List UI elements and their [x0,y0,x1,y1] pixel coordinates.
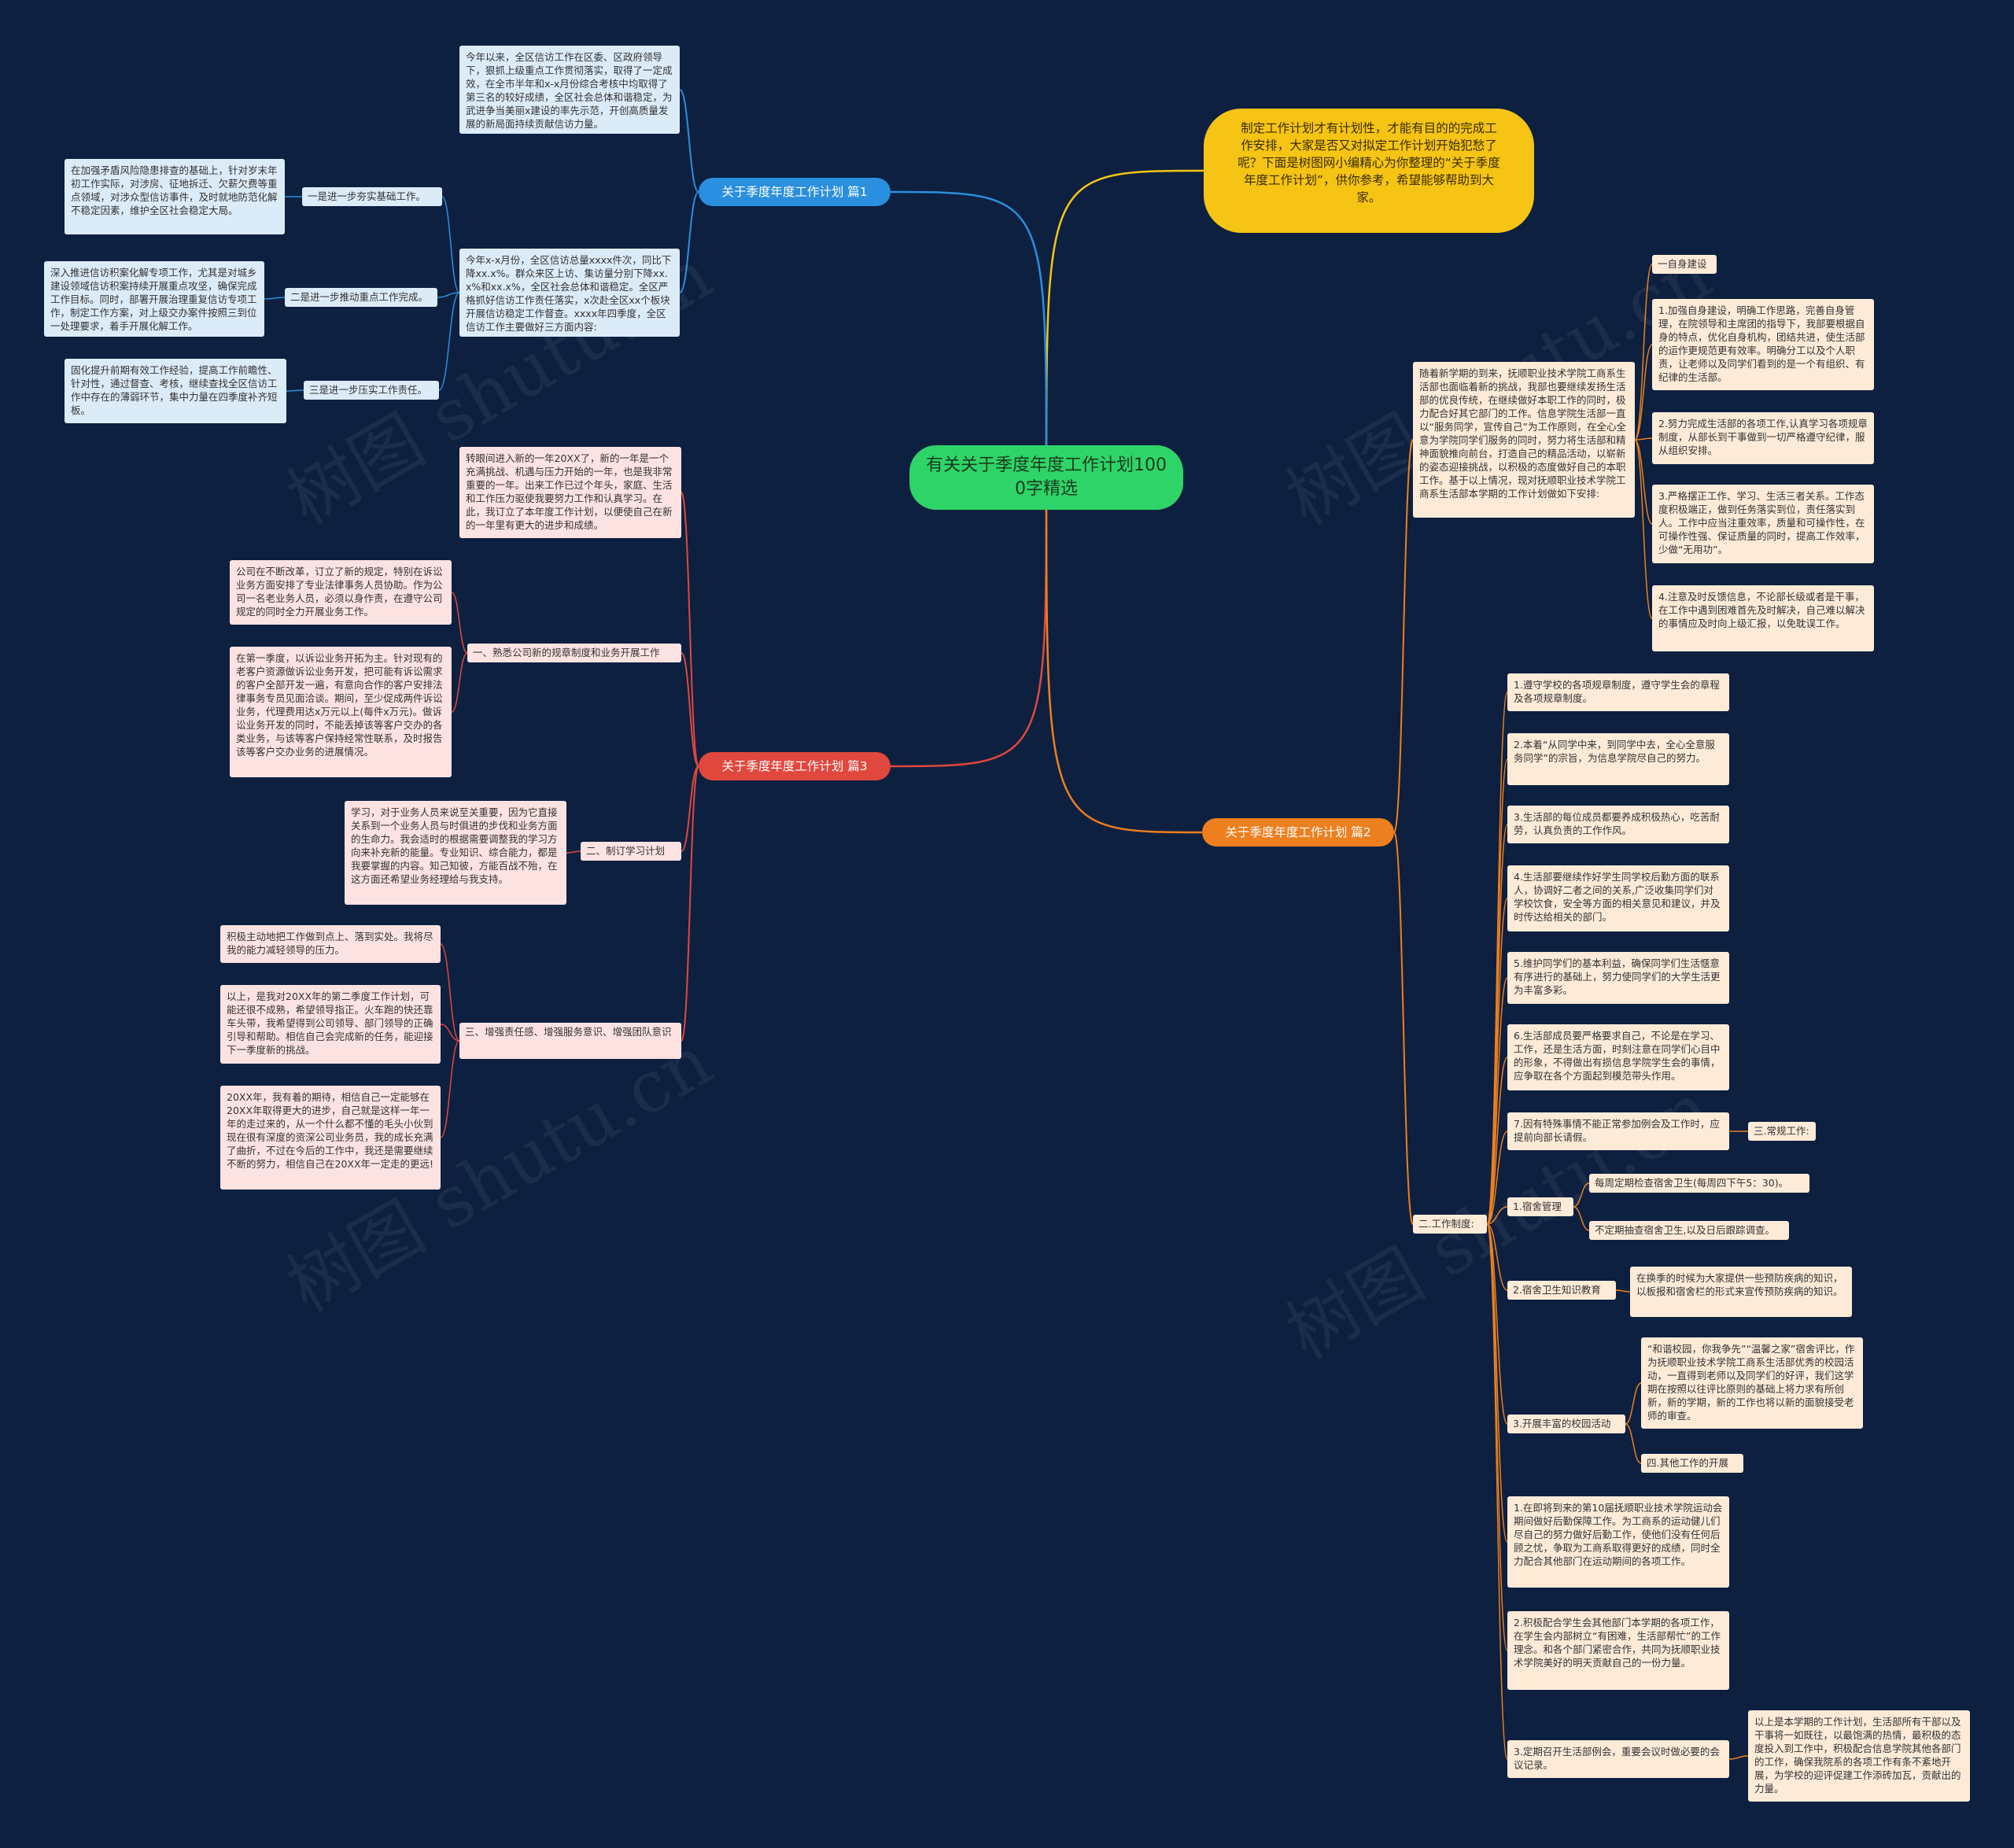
connector [1486,977,1508,1225]
branch-2-subtopic[interactable]: 三.常规工作: [1748,1122,1816,1141]
connector [1573,1206,1590,1231]
branch-2-detail[interactable]: “和谐校园，你我争先”“温馨之家”宿舍评比，作为抚顺职业技术学院工商系生活部优秀… [1641,1337,1863,1429]
branch-1-topic[interactable]: 关于季度年度工作计划 篇1 [699,178,891,206]
branch-2-subtopic[interactable]: 一自身建设 [1652,255,1717,274]
connector [1625,1382,1642,1425]
connector [1045,169,1204,478]
connector [1573,1182,1590,1208]
branch-2-rule[interactable]: 7.因有特殊事情不能正常参加例会及工作时，应提前向部长请假。 [1507,1112,1729,1150]
branch-3-subtopic[interactable]: 二、制订学习计划 [581,842,681,861]
connector [681,492,699,767]
connector [440,943,460,1042]
branch-3-detail[interactable]: 公司在不断改革，订立了新的规定，特别在诉讼业务方面安排了专业法律事务人员协助。作… [230,560,452,625]
connector [1625,1423,1642,1464]
connector [1634,437,1653,441]
branch-2-paragraph[interactable]: 随着新学期的到来，抚顺职业技术学院工商系生活部也面临着新的挑战，我部也要继续发扬… [1413,362,1635,518]
branch-2-rule[interactable]: 2.本着“从同学中来，到同学中去，全心全意服务同学”的宗旨，为信息学院尽自己的努… [1507,733,1729,785]
branch-2-detail[interactable]: 以上是本学期的工作计划，生活部所有干部以及干事将一如既往，以最饱满的热情，最积极… [1748,1710,1970,1802]
connector [1045,477,1203,834]
branch-3-detail[interactable]: 学习，对于业务人员来说至关重要，因为它直接关系到一个业务人员与时俱进的步伐和业务… [345,801,566,905]
branch-2-subtopic[interactable]: 四.其他工作的开展 [1641,1454,1743,1473]
connector [890,477,1048,768]
connector [1728,1755,1749,1760]
branch-2-detail[interactable]: 每周定期检查宿舍卫生(每周四下午5：30)。 [1589,1174,1809,1193]
connector [1615,1289,1631,1293]
branch-2-detail[interactable]: 在换季的时候为大家提供一些预防疾病的知识，以板报和宿舍栏的形式来宣传预防疾病的知… [1630,1267,1852,1317]
connector [890,190,1048,478]
branch-2-topic[interactable]: 关于季度年度工作计划 篇2 [1202,818,1394,847]
connector [1486,1206,1508,1225]
connector [1486,758,1508,1225]
connector [1634,344,1653,441]
connector [566,850,581,854]
branch-1-detail[interactable]: 在加强矛盾风险隐患排查的基础上，针对岁末年初工作实际，对涉房、征地拆迁、欠薪欠费… [65,159,285,234]
branch-2-detail[interactable]: 不定期抽查宿舍卫生,以及日后跟踪调查。 [1589,1221,1789,1240]
branch-1-subtopic[interactable]: 三是进一步压实工作责任。 [304,381,439,400]
branch-2-rule[interactable]: 1.遵守学校的各项规章制度，遵守学生会的章程及各项规章制度。 [1507,673,1729,711]
connector [1486,1223,1508,1291]
branch-1-paragraph[interactable]: 今年x-x月份，全区信访总量xxxx件次，同比下降xx.x%。群众来区上访、集访… [459,249,680,337]
connector [440,1024,460,1042]
branch-2-detail[interactable]: 2.努力完成生活部的各项工作,认真学习各项规章制度，从部长到干事做到一切严格遵守… [1652,412,1874,464]
connector [437,292,460,298]
branch-3-detail[interactable]: 积极主动地把工作做到点上、落到实处。我将尽我的能力减轻领导的压力。 [220,925,441,963]
branch-2-rule[interactable]: 3.生活部的每位成员都要养成积极热心，吃苦耐劳，认真负责的工作作风。 [1507,806,1729,843]
central-topic[interactable]: 有关关于季度年度工作计划1000字精选 [909,445,1183,510]
connector [1486,1223,1508,1425]
branch-1-detail[interactable]: 深入推进信访积案化解专项工作，尤其是对城乡建设领域信访积案持续开展重点攻坚，确保… [44,261,264,337]
connector [1486,824,1508,1225]
connector [679,191,699,293]
connector [1486,1131,1508,1225]
connector [1634,264,1653,441]
branch-3-paragraph[interactable]: 转眼间进入新的一年20XX了，新的一年是一个充满挑战、机遇与压力开始的一年，也是… [459,447,681,538]
connector [451,652,468,713]
branch-2-detail[interactable]: 3.定期召开生活部例会，重要会议时做必要的会议记录。 [1507,1740,1729,1778]
branch-1-detail[interactable]: 固化提升前期有效工作经验，提高工作前瞻性、针对性，通过督查、考核，继续查找全区信… [65,359,286,423]
connector [286,389,304,392]
branch-2-rule[interactable]: 4.生活部要继续作好学生同学校后勤方面的联系人，协调好二者之间的关系,广泛收集同… [1507,865,1729,931]
connector [679,89,699,193]
connector [441,196,460,293]
branch-3-detail[interactable]: 20XX年，我有着的期待，相信自己一定能够在20XX年取得更大的进步，自己就是这… [220,1086,441,1190]
branch-3-subtopic[interactable]: 一、熟悉公司新的规章制度和业务开展工作 [467,644,681,662]
branch-2-rule[interactable]: 6.生活部成员要严格要求自己，不论是在学习、工作，还是生活方面，时刻注意在同学们… [1507,1024,1729,1090]
branch-2-detail[interactable]: 4.注意及时反馈信息，不论部长级或者是干事，在工作中遇到困难首先及时解决，自己难… [1652,585,1874,651]
connector [1393,832,1414,1225]
branch-1-paragraph[interactable]: 今年以来，全区信访工作在区委、区政府领导下，狠抓上级重点工作贯彻落实，取得了一定… [459,46,680,134]
branch-2-detail[interactable]: 2.积极配合学生会其他部门本学期的各项工作，在学生会内部树立“有困难，生活部帮忙… [1507,1611,1729,1690]
branch-2-rule[interactable]: 5.维护同学们的基本利益，确保同学们生活惬意有序进行的基础上，努力使同学们的大学… [1507,952,1729,1004]
connector [1634,439,1653,619]
branch-3-detail[interactable]: 以上，是我对20XX年的第二季度工作计划，可能还很不成熟，希望领导指正。火车跑的… [220,985,441,1064]
connector [440,1040,460,1138]
connector [1393,439,1414,833]
branch-1-subtopic[interactable]: 二是进一步推动重点工作完成。 [285,288,437,307]
connector [681,765,699,852]
branch-3-detail[interactable]: 在第一季度，以诉讼业务开拓为主。针对现有的老客户资源做诉讼业务开发，把可能有诉讼… [230,647,452,777]
branch-2-subtopic[interactable]: 1.宿舍管理 [1507,1197,1573,1216]
branch-3-subtopic[interactable]: 三、增强责任感、增强服务意识、增强团队意识 [459,1023,681,1059]
branch-2-subtopic[interactable]: 2.宿舍卫生知识教育 [1507,1281,1616,1300]
branch-2-subtopic[interactable]: 3.开展丰富的校园活动 [1507,1415,1625,1433]
connector [264,297,286,300]
connector [451,592,468,654]
connector [1634,439,1653,525]
branch-2-detail[interactable]: 1.加强自身建设，明确工作思路，完善自身管理，在院领导和主席团的指导下，我部要根… [1652,299,1874,390]
connector [1486,1057,1508,1225]
branch-2-detail[interactable]: 1.在即将到来的第10届抚顺职业技术学院运动会期间做好后勤保障工作。为工商系的运… [1507,1496,1729,1588]
branch-2-subtopic[interactable]: 二.工作制度: [1413,1215,1487,1234]
intro-node[interactable]: 制定工作计划才有计划性，才能有目的的完成工作安排，大家是否又对拟定工作计划开始犯… [1204,109,1534,233]
connector [681,652,699,767]
connector [681,765,699,1042]
branch-3-topic[interactable]: 关于季度年度工作计划 篇3 [699,752,891,780]
connector [1486,1223,1508,1760]
branch-2-detail[interactable]: 3.严格摆正工作、学习、生活三者关系。工作态度积极端正，做到任务落实到位，责任落… [1652,485,1874,563]
connector [438,292,460,391]
branch-1-subtopic[interactable]: 一是进一步夯实基础工作。 [302,187,442,206]
